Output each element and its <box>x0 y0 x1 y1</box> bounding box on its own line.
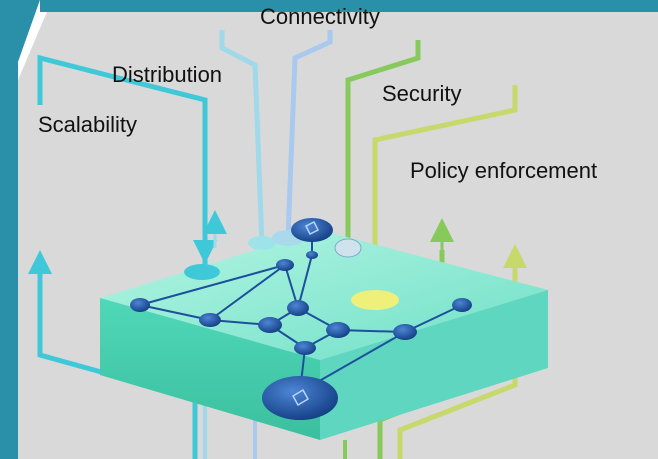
security-connector <box>345 40 421 240</box>
policy-node <box>351 290 399 310</box>
label-scalability: Scalability <box>38 112 137 137</box>
side-bar-highlight <box>18 0 52 80</box>
connectivity-connector <box>285 30 333 239</box>
distribution-connector <box>219 30 265 246</box>
router-nodes <box>130 218 472 420</box>
distribution-node <box>248 236 276 250</box>
platform-top <box>100 230 548 360</box>
label-distribution: Distribution <box>112 62 222 87</box>
left-side-bar <box>0 0 40 459</box>
scalability-connector <box>37 54 208 265</box>
label-security: Security <box>382 81 461 106</box>
label-connectivity: Connectivity <box>260 4 380 29</box>
policy-connector <box>372 85 518 295</box>
platform-front-right <box>320 290 548 440</box>
label-policy-enforcement: Policy enforcement <box>410 158 597 183</box>
router-symbols <box>291 220 320 407</box>
top-strip <box>40 0 658 12</box>
scalability-node <box>184 264 220 280</box>
security-node <box>334 238 362 258</box>
